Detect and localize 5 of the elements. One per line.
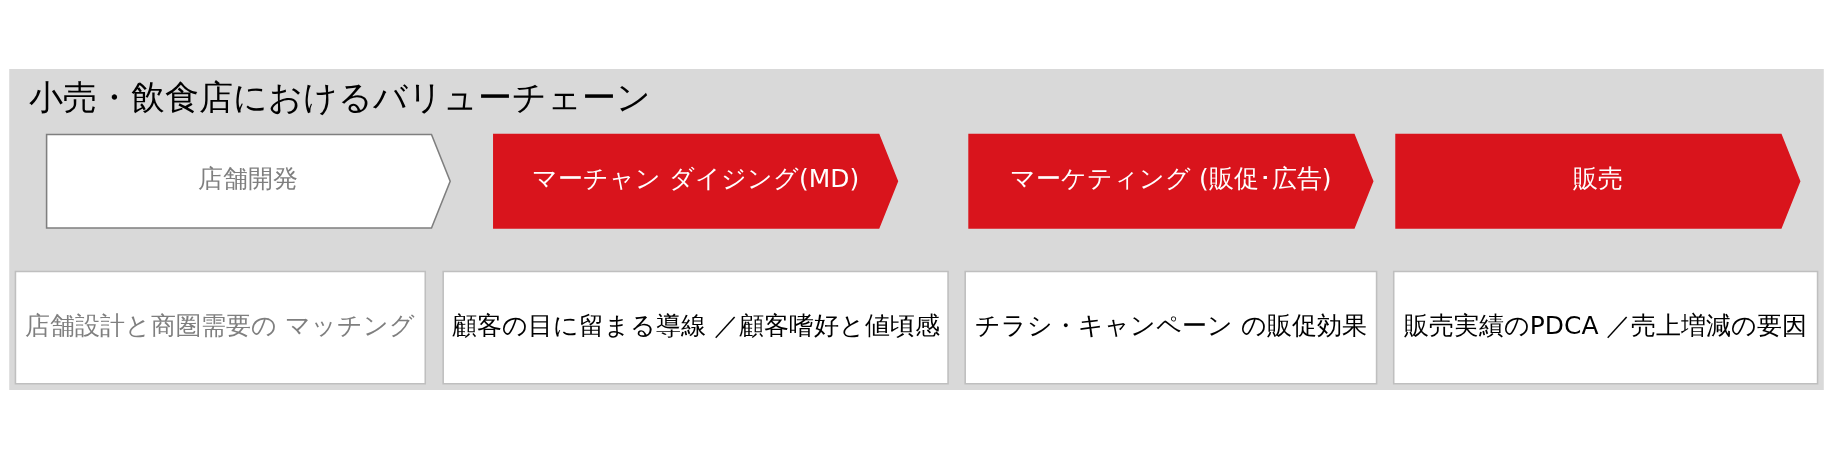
- node-box: 販売実績のPDCA ／売上増減の要因: [1392, 270, 1819, 385]
- node-box: チラシ・キャンペーン の販促効果: [964, 270, 1378, 385]
- diagram-title: 小売・飲食店におけるバリューチェーン: [28, 76, 651, 117]
- node-box: 顧客の目に留まる導線 ／顧客嗜好と値頃感: [442, 270, 949, 385]
- node-box: 店舗設計と商圏需要の マッチング: [14, 270, 427, 385]
